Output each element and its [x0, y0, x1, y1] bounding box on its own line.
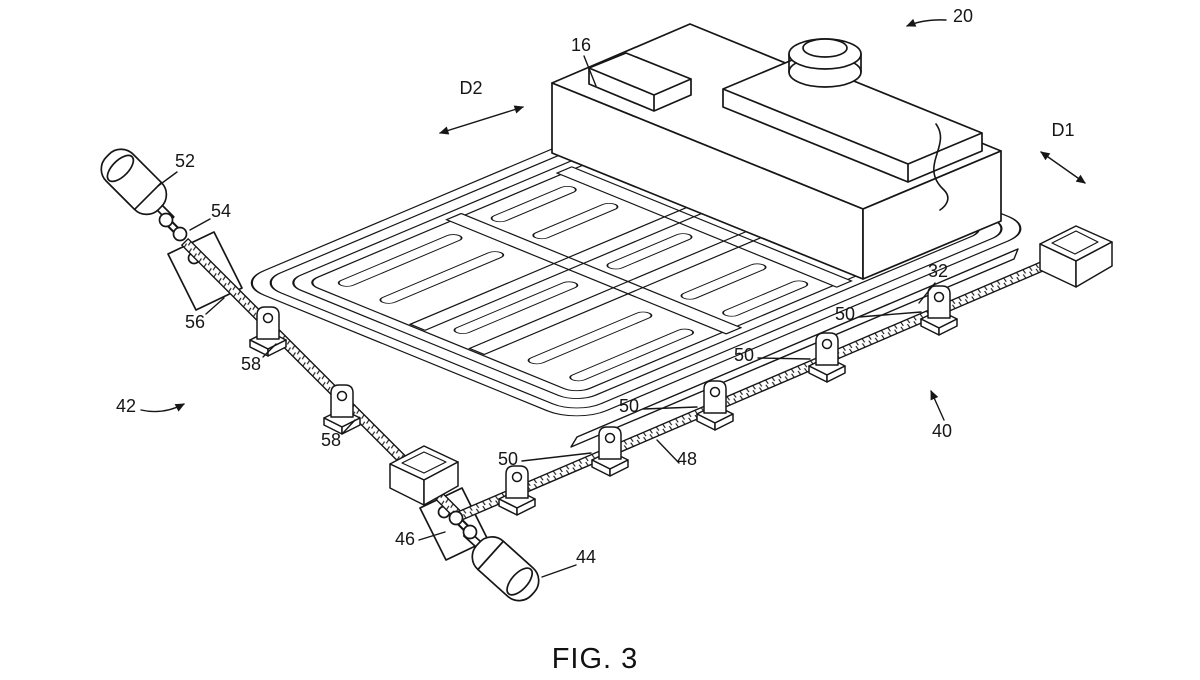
ref-label-50-b: 50: [734, 345, 754, 365]
tube-right-side: [1075, 241, 1113, 288]
cable: [933, 123, 949, 211]
ref-label-32: 32: [928, 261, 948, 281]
square-tube-right: [1039, 225, 1113, 288]
junction-box: [551, 23, 1002, 280]
ref-label-54: 54: [211, 201, 231, 221]
ref-label-42: 42: [116, 396, 136, 416]
junction-box-right-face: [862, 150, 1002, 280]
arrow-40: [930, 390, 945, 421]
leader-50-c: [642, 406, 698, 410]
ref-label-d1: D1: [1051, 120, 1074, 140]
arrow-20: [906, 18, 947, 27]
leader-32: [918, 282, 936, 304]
ref-label-50-a: 50: [835, 304, 855, 324]
leader-46: [418, 531, 446, 541]
ref-label-52: 52: [175, 151, 195, 171]
ref-label-16: 16: [571, 35, 591, 55]
ref-label-58-lower: 58: [321, 430, 341, 450]
ref-label-46: 46: [395, 529, 415, 549]
leader-48: [656, 439, 680, 464]
leader-50-b: [757, 357, 811, 360]
tube-left-side: [423, 461, 459, 506]
leader-56: [205, 297, 225, 315]
battery-slot-openings: [337, 185, 809, 382]
annotations: [140, 18, 1086, 578]
mount-plate-56: [167, 231, 243, 311]
ref-label-d2: D2: [459, 78, 482, 98]
square-tube-left: [389, 445, 459, 506]
leader-52: [157, 171, 178, 187]
ref-label-20: 20: [953, 6, 973, 26]
arrow-42: [140, 403, 185, 413]
junction-box-module: [588, 52, 692, 112]
leader-58-upper: [262, 343, 277, 358]
direction-arrow-d1: [1040, 151, 1086, 184]
cap-knob: [802, 38, 848, 58]
leader-58-lower: [342, 419, 356, 434]
ref-label-40: 40: [932, 421, 952, 441]
leader-54: [189, 218, 211, 231]
ref-label-48: 48: [677, 449, 697, 469]
figure-caption: FIG. 3: [552, 643, 639, 675]
ref-label-50-c: 50: [619, 396, 639, 416]
junction-box-step: [722, 57, 983, 183]
frame-side-rail: [570, 248, 1019, 448]
ref-label-58-upper: 58: [241, 354, 261, 374]
direction-arrow-d2: [438, 105, 525, 135]
ref-label-56: 56: [185, 312, 205, 332]
leader-44: [541, 564, 577, 578]
ref-label-50-d: 50: [498, 449, 518, 469]
leader-16: [583, 55, 597, 87]
leader-50-a: [858, 311, 922, 318]
leader-50-d: [521, 452, 592, 462]
tube-right-opening: [1051, 230, 1099, 255]
tube-left-opening: [401, 451, 447, 474]
ref-label-44: 44: [576, 547, 596, 567]
lead-screw-left-threads: [181, 238, 460, 517]
